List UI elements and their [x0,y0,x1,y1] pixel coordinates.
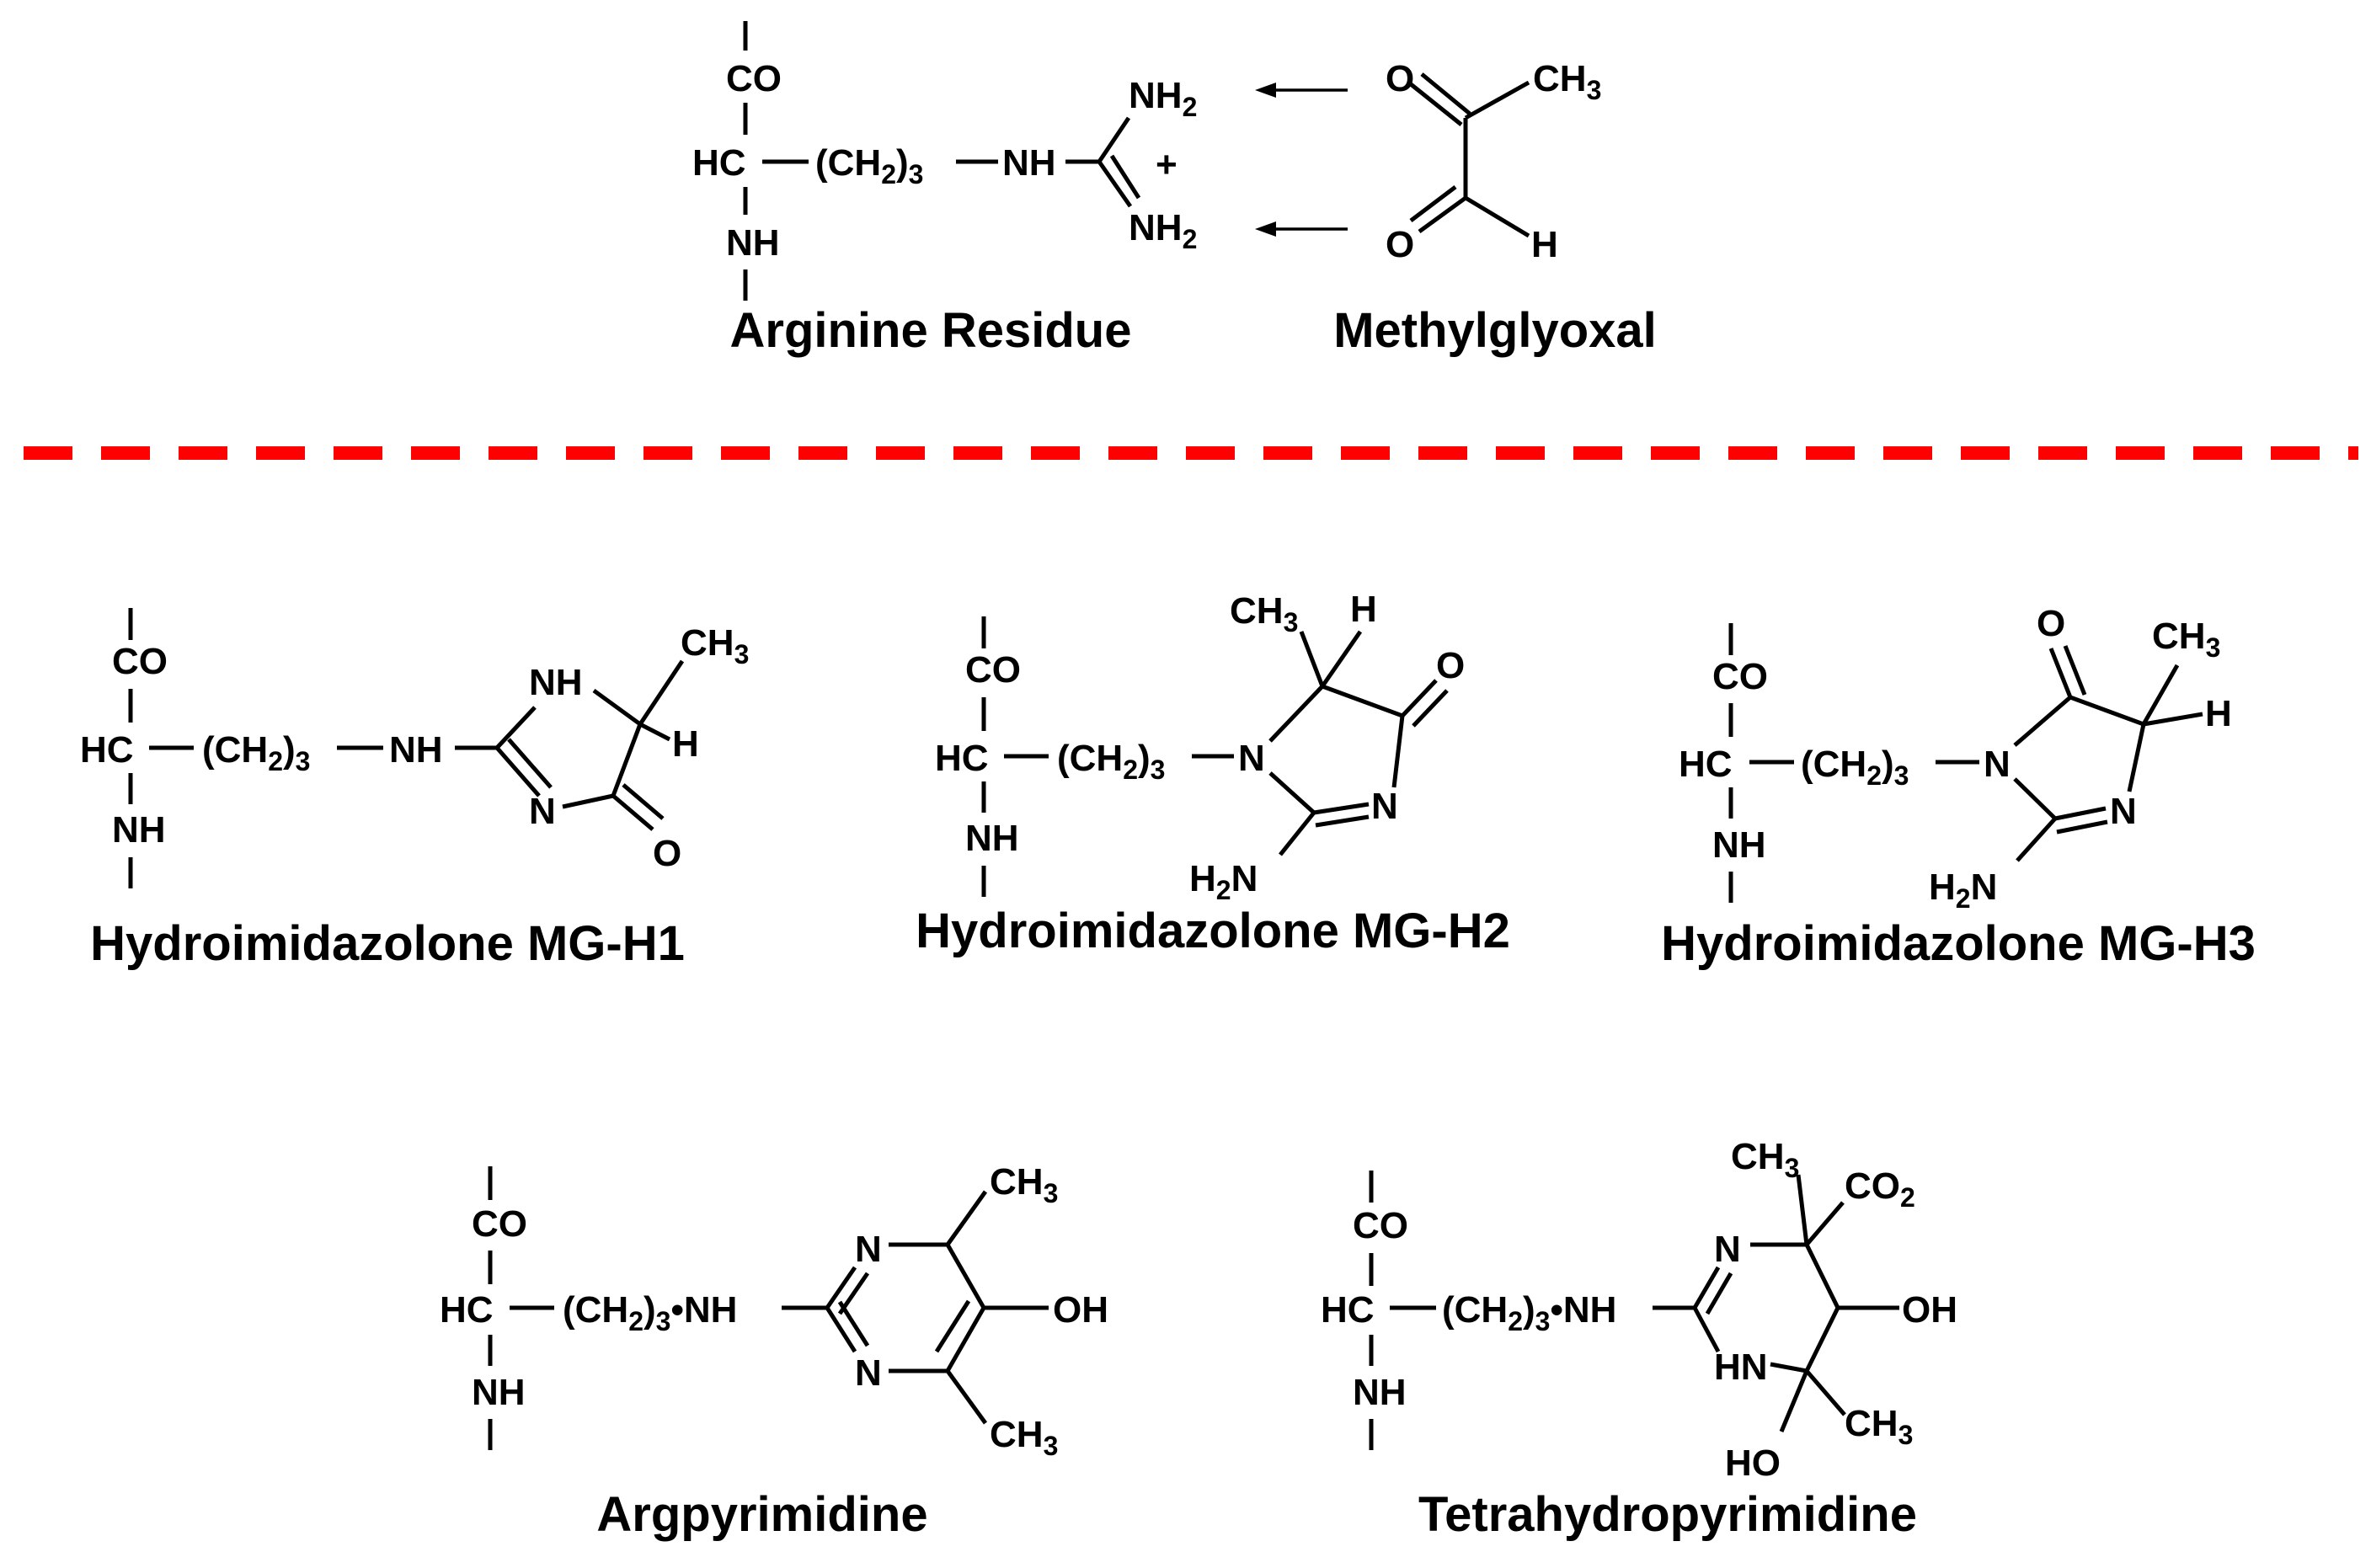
atom-co: CO [1353,1205,1408,1246]
atom-o: O [1386,58,1414,99]
atom-hc: HC [1679,744,1733,785]
atom-ch2: (CH2)3•NH [1442,1289,1616,1336]
label-methylglyoxal: Methylglyoxal [1333,303,1657,358]
atom-nh: NH [965,818,1019,859]
atom-o: O [653,833,681,874]
atom-co2: CO2 [1845,1165,1915,1213]
atom-o: O [1436,645,1465,686]
atom-ch2: (CH2)3 [202,729,310,776]
label-arginine-residue: Arginine Residue [730,303,1132,358]
atom-n: N [1714,1229,1741,1270]
atom-nh: NH [529,662,583,703]
tetrahydropyrimidine-structure: CO HC (CH2)3•NH N HN CH3 CO2 OH CH3 HO N… [1321,1136,1957,1542]
atom-n: N [1238,738,1265,779]
atom-n: N [1984,744,2011,785]
atom-co: CO [112,641,168,682]
atom-o: O [2037,603,2065,644]
atom-hn: HN [1714,1347,1768,1388]
atom-ch3: CH3 [990,1161,1058,1208]
label-mg-h2: Hydroimidazolone MG-H2 [916,904,1510,958]
atom-hc: HC [80,729,134,771]
label-mg-h3: Hydroimidazolone MG-H3 [1661,916,2256,971]
atom-nh: NH [389,729,443,771]
atom-ho: HO [1725,1443,1781,1484]
atom-nh: NH [1353,1372,1407,1413]
atom-ch3: CH3 [681,622,749,669]
atom-n: N [529,791,556,832]
mg-h3-structure: CO HC (CH2)3 N O CH3 H N H2N NH Hydroimi… [1661,603,2256,971]
atom-ch3: CH3 [2152,616,2220,663]
arginine-residue-structure: CO HC (CH2)3 NH + NH2 NH2 NH Arginine Re… [692,21,1197,358]
atom-h2n: H2N [1189,858,1258,905]
atom-nh: NH [1002,142,1056,184]
atom-hc: HC [440,1289,494,1331]
atom-plus: + [1156,144,1177,185]
mg-h2-structure: CO HC (CH2)3 N N O CH3 H H2N NH Hydroimi… [916,589,1510,958]
atom-nh: NH [1712,824,1766,866]
atom-oh: OH [1902,1289,1957,1331]
atom-ch3: CH3 [1230,590,1298,637]
atom-ch3: CH3 [990,1414,1058,1461]
atom-o: O [1386,224,1414,265]
atom-h: H [1350,589,1377,630]
reaction-arrows [1255,83,1348,237]
atom-co: CO [965,649,1021,691]
atom-n: N [855,1352,882,1394]
atom-h: H [672,723,699,765]
atom-ch2: (CH2)3 [815,142,923,189]
atom-n: N [1371,786,1398,827]
atom-ch2: (CH2)3 [1801,744,1909,791]
atom-h: H [2205,693,2232,734]
atom-ch3: CH3 [1533,58,1601,105]
atom-oh: OH [1053,1289,1108,1331]
argpyrimidine-structure: CO HC (CH2)3•NH N N CH3 OH CH3 NH Argpyr… [440,1161,1108,1542]
atom-n: N [2110,791,2137,832]
atom-hc: HC [935,738,989,779]
atom-nh2-bottom: NH2 [1129,207,1197,254]
atom-ch3: CH3 [1731,1136,1799,1183]
atom-nh: NH [472,1372,526,1413]
atom-hc: HC [1321,1289,1375,1331]
label-tetrahydropyrimidine: Tetrahydropyrimidine [1418,1487,1917,1542]
atom-nh2-top: NH2 [1129,75,1197,122]
atom-h2n: H2N [1929,867,1997,914]
atom-co: CO [1712,656,1768,697]
atom-ch2: (CH2)3•NH [563,1289,737,1336]
atom-hc: HC [692,142,746,184]
mg-h1-structure: CO HC (CH2)3 NH NH N CH3 H O NH Hydroimi… [80,608,749,971]
atom-ch3: CH3 [1845,1403,1913,1450]
label-argpyrimidine: Argpyrimidine [596,1487,927,1542]
atom-n: N [855,1229,882,1270]
methylglyoxal-structure: O CH3 O H Methylglyoxal [1333,58,1657,358]
atom-ch2: (CH2)3 [1057,738,1165,785]
atom-nh: NH [112,809,166,851]
label-mg-h1: Hydroimidazolone MG-H1 [90,916,685,971]
atom-h: H [1531,224,1558,265]
atom-co: CO [472,1203,527,1245]
atom-nh: NH [726,222,780,264]
atom-co: CO [726,58,782,99]
